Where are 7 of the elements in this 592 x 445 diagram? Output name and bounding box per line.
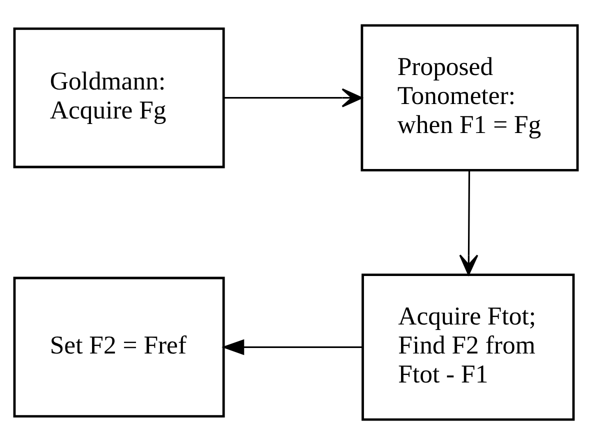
arrow	[459, 170, 478, 276]
node-box: Proposed Tonometer: when F1 = Fg	[360, 24, 579, 172]
arrow	[222, 339, 362, 356]
node-box: Set F2 = Fref	[13, 276, 225, 418]
node-box: Acquire Ftot; Find F2 from Ftot - F1	[362, 274, 575, 421]
arrow	[224, 88, 362, 108]
node-box: Goldmann: Acquire Fg	[13, 27, 225, 168]
